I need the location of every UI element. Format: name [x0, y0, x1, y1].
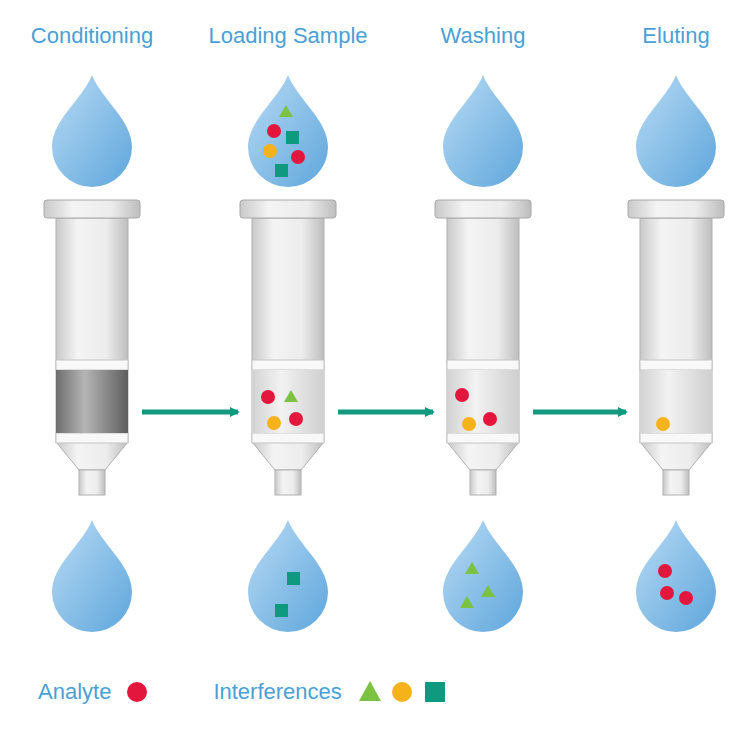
flow-arrow — [533, 410, 626, 415]
legend-symbol — [121, 678, 155, 706]
step-heading: Washing — [441, 23, 526, 49]
step-heading: Conditioning — [31, 23, 153, 49]
cartridge: Loading Sample — [240, 200, 336, 496]
legend: Analyte Interferences — [38, 678, 452, 706]
legend-symbol — [352, 678, 452, 706]
cartridge: Eluting — [628, 200, 724, 496]
flow-arrow — [338, 410, 433, 415]
legend-label: Analyte — [38, 679, 111, 705]
cartridge: Conditioning — [44, 200, 140, 496]
step-heading: Eluting — [642, 23, 709, 49]
legend-item: Analyte — [38, 678, 155, 706]
legend-item: Interferences — [213, 678, 451, 706]
cartridge: Washing — [435, 200, 531, 496]
flow-arrow — [142, 410, 238, 415]
legend-label: Interferences — [213, 679, 341, 705]
step-heading: Loading Sample — [208, 23, 367, 49]
